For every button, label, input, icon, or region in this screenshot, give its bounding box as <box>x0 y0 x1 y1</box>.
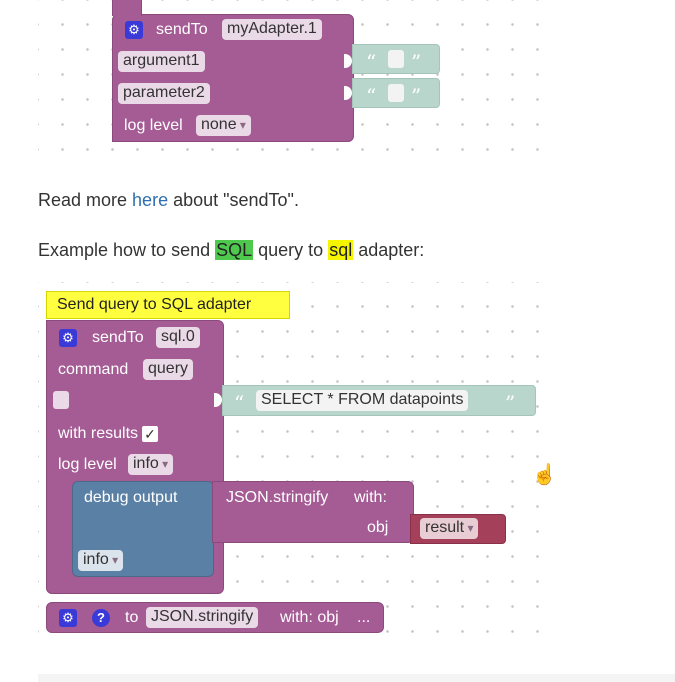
sendto-input-notch <box>214 393 222 407</box>
adapter-field[interactable]: sql.0 <box>156 327 200 348</box>
empty-text-field[interactable] <box>388 84 404 102</box>
page-footer-divider <box>38 674 675 682</box>
debug-input-notch <box>204 488 212 502</box>
example-paragraph: Example how to send SQL query to sql ada… <box>38 240 424 261</box>
result-variable-dropdown[interactable]: result <box>420 518 479 539</box>
para-text: adapter: <box>353 240 425 260</box>
quote-close-icon: ” <box>505 391 516 415</box>
para-text: about "sendTo". <box>168 190 299 210</box>
block-title: sendTo <box>92 329 144 346</box>
gear-icon[interactable]: ⚙ <box>59 609 77 627</box>
argument-field[interactable]: argument1 <box>118 51 205 72</box>
json-stringify-label: JSON.stringify <box>226 489 329 506</box>
obj-label: obj <box>367 519 389 536</box>
help-icon[interactable]: ? <box>92 609 110 627</box>
empty-text-field[interactable] <box>388 50 404 68</box>
log-level-label: log level <box>58 456 117 473</box>
with-results-label: with results✓ <box>58 424 159 444</box>
quote-open-icon: “ <box>366 50 377 74</box>
log-level-dropdown[interactable]: info <box>128 454 174 475</box>
para-text: Example how to send <box>38 240 216 260</box>
quote-open-icon: “ <box>234 391 245 415</box>
block-title: sendTo <box>156 21 208 38</box>
debug-output-label: debug output <box>84 489 178 506</box>
quote-close-icon: ” <box>411 50 422 74</box>
command-label: command <box>58 361 129 378</box>
read-more-paragraph: Read more here about "sendTo". <box>38 190 299 211</box>
with-results-checkbox[interactable]: ✓ <box>142 425 159 442</box>
log-level-dropdown[interactable]: none <box>196 115 251 136</box>
json-stringify-block[interactable] <box>212 481 414 543</box>
sendto-input-notch <box>344 54 352 68</box>
gear-icon[interactable]: ⚙ <box>125 21 143 39</box>
sendto-block-top-stub <box>112 0 142 16</box>
function-name-field[interactable]: JSON.stringify <box>146 607 259 628</box>
to-label: to <box>125 609 139 626</box>
sql-highlight: SQL <box>215 240 254 260</box>
command-field[interactable]: query <box>143 359 194 380</box>
quote-open-icon: “ <box>366 84 377 108</box>
block-comment[interactable]: Send query to SQL adapter <box>46 291 290 319</box>
with-label: with: <box>354 489 387 506</box>
sql-adapter-highlight: sql <box>328 240 354 260</box>
debug-level-dropdown[interactable]: info <box>78 550 124 571</box>
here-link[interactable]: here <box>132 190 169 210</box>
with-results-text: with results <box>58 425 139 442</box>
query-text-field[interactable]: SELECT * FROM datapoints <box>256 390 469 411</box>
parameter-field[interactable]: parameter2 <box>118 83 210 104</box>
para-text: query to <box>253 240 329 260</box>
adapter-field[interactable]: myAdapter.1 <box>222 19 322 40</box>
quote-close-icon: ” <box>411 84 422 108</box>
hand-cursor-icon: ☝ <box>532 464 557 486</box>
log-level-label: log level <box>124 117 183 134</box>
more-label: ... <box>357 609 371 626</box>
function-params-label: with: obj <box>280 609 339 626</box>
sendto-input-notch <box>344 86 352 100</box>
para-text: Read more <box>38 190 133 210</box>
gear-icon[interactable]: ⚙ <box>59 329 77 347</box>
message-input-field[interactable] <box>53 391 69 409</box>
